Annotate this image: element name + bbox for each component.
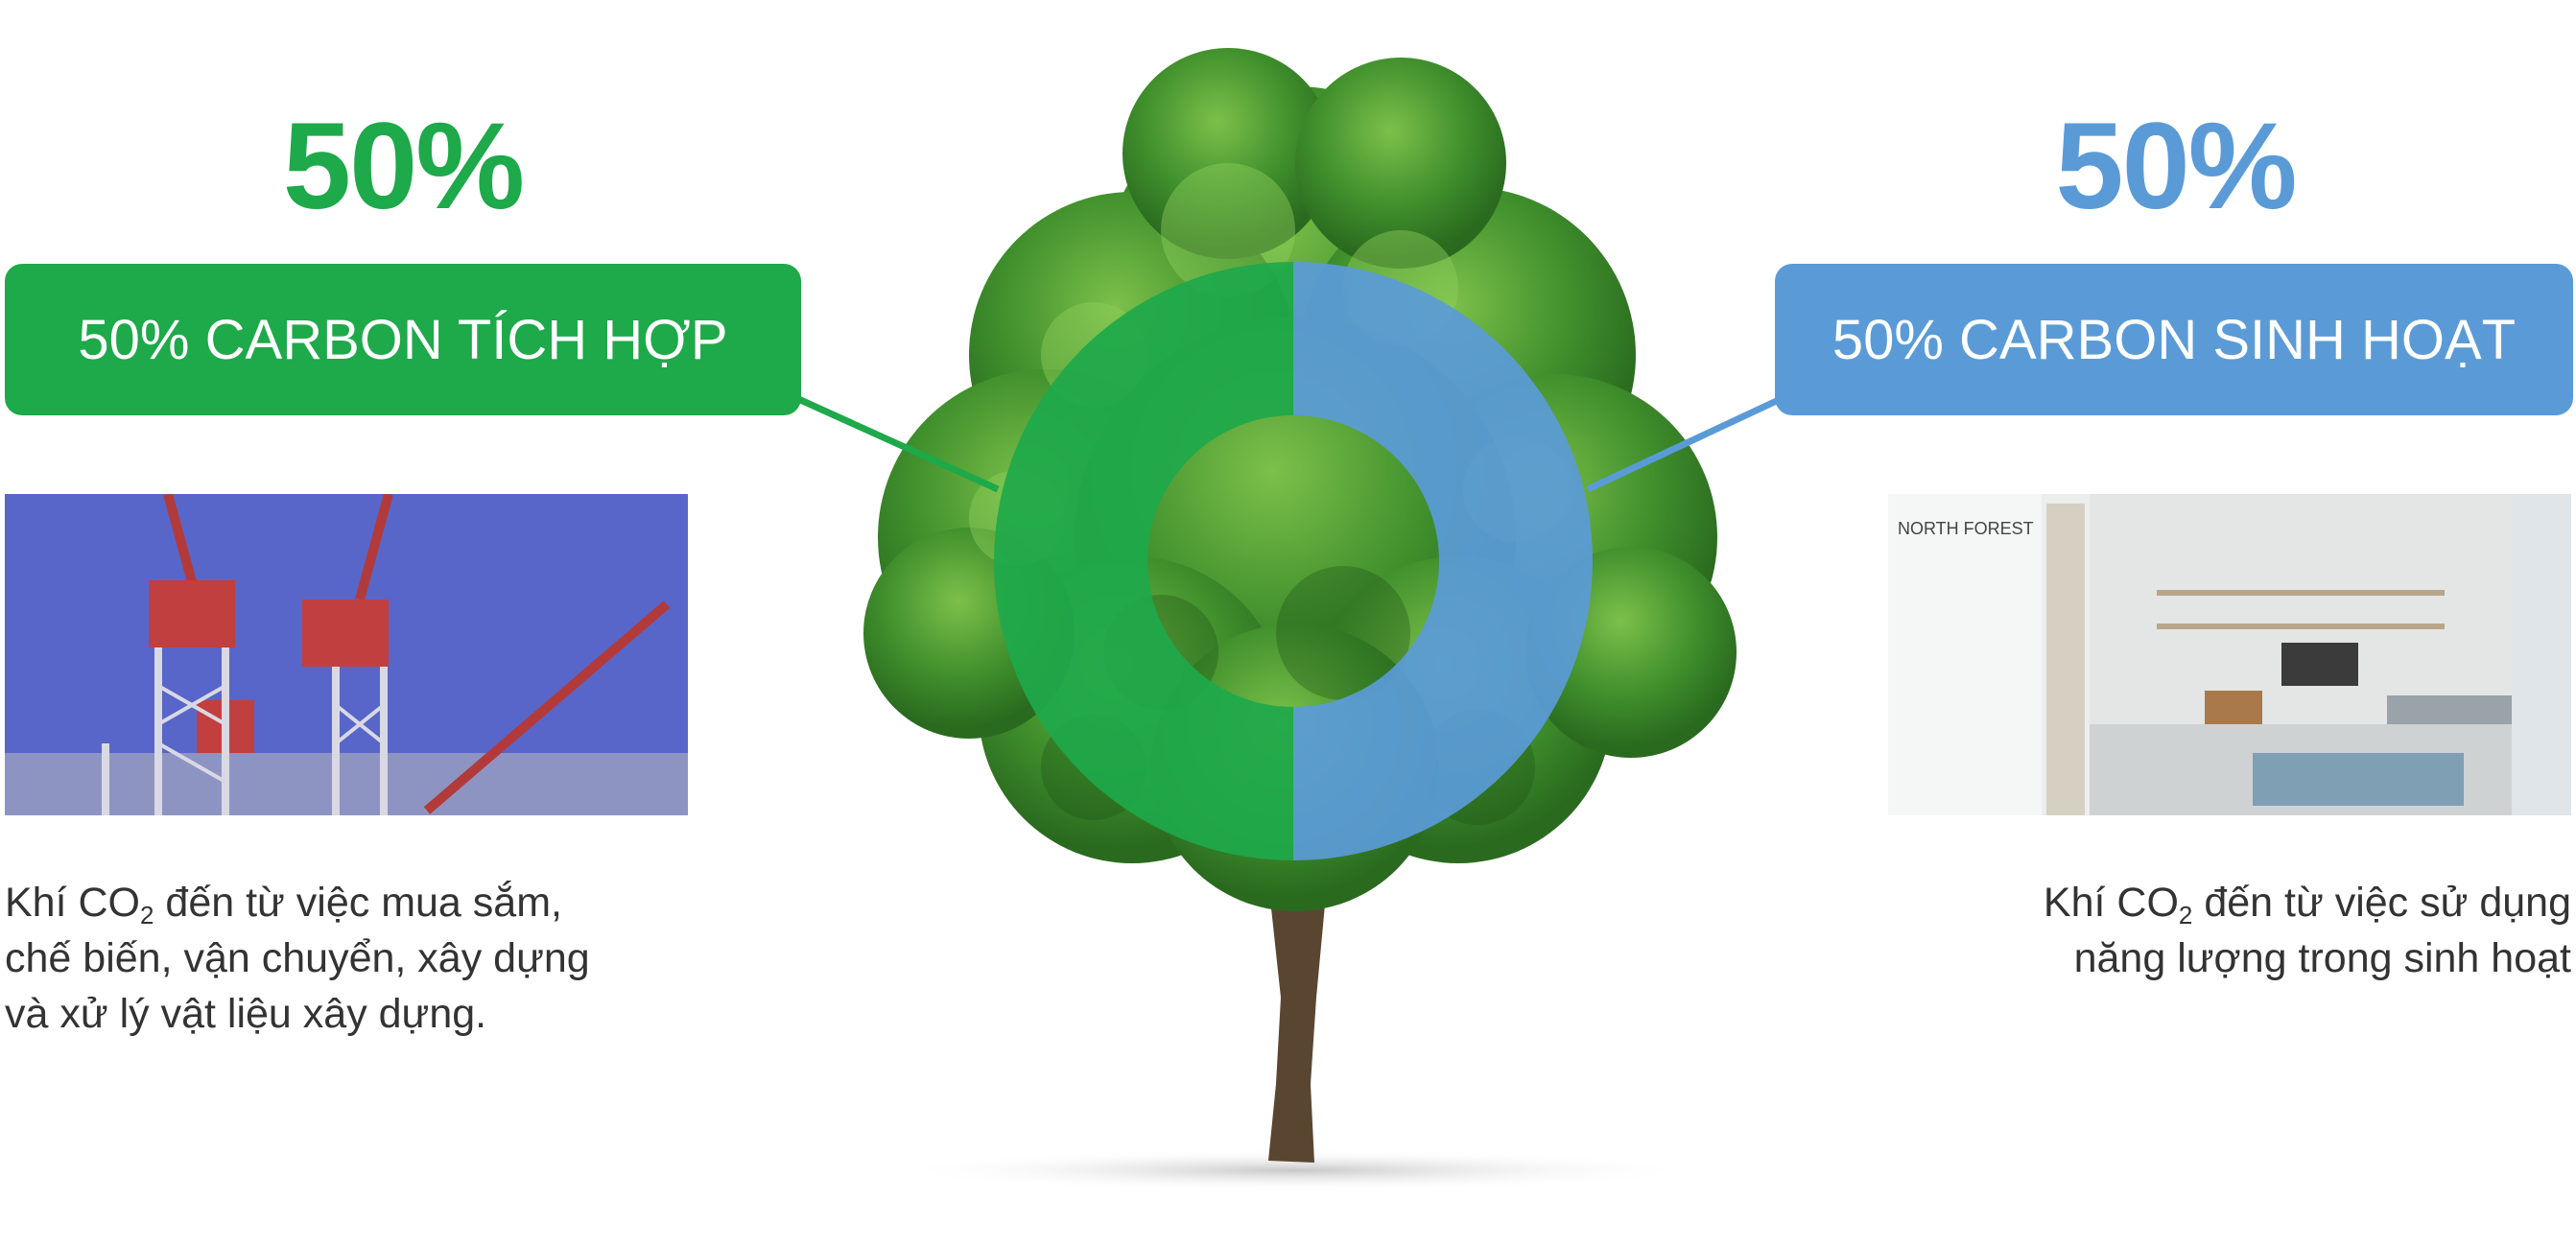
desc-left-line-3: và xử lý vật liệu xây dựng. (5, 991, 487, 1037)
embodied-carbon-description: Khí CO2 đến từ việc mua sắm, chế biến, v… (5, 875, 734, 1042)
living-room-photo: NORTH FOREST (1888, 494, 2571, 815)
tree-illustration (863, 48, 1737, 1191)
desc-right-line-1: Khí CO2 đến từ việc sử dụng (2043, 880, 2571, 929)
desc-right-line-2: năng lượng trong sinh hoạt (2073, 935, 2571, 981)
left-percent: 50% (282, 98, 525, 235)
right-percent: 50% (2055, 98, 2297, 235)
embodied-carbon-label: 50% CARBON TÍCH HỢP (5, 264, 801, 415)
north-forest-sign: NORTH FOREST (1898, 519, 2034, 538)
desc-left-line-1: Khí CO2 đến từ việc mua sắm, (5, 880, 562, 929)
construction-cranes-photo (5, 494, 688, 815)
operational-carbon-label: 50% CARBON SINH HOẠT (1775, 264, 2573, 415)
operational-carbon-description: Khí CO2 đến từ việc sử dụng năng lượng t… (1823, 875, 2571, 986)
desc-left-line-2: chế biến, vận chuyển, xây dựng (5, 935, 590, 981)
